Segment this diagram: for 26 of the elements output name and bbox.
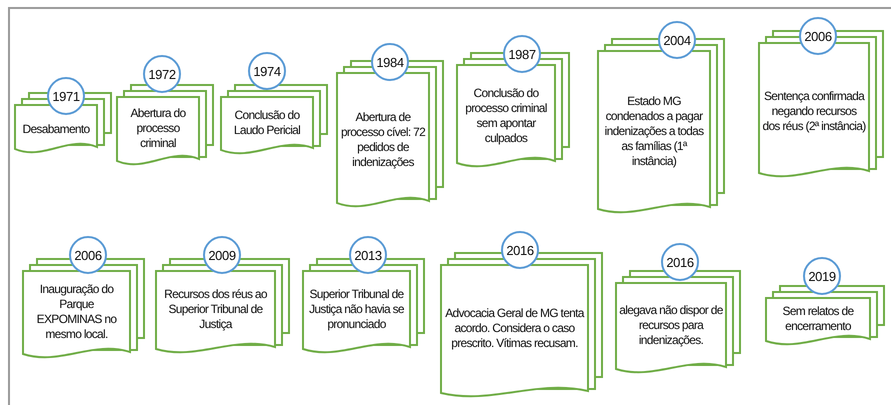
event-description: Abertura de processo cível: 72 pedidos de indenizações — [340, 110, 426, 170]
year-circle: 2016 — [501, 231, 539, 269]
event-description: Abertura do processo criminal — [129, 106, 187, 151]
year-circle: 1984 — [371, 43, 409, 81]
event-description: Superior Tribunal de Justiça não havia se pronunciado — [308, 287, 405, 332]
event-description: Advocacia Geral de MG tenta acordo. Considera o caso prescrito. Vítimas recusam. — [444, 306, 585, 351]
event-description: Conclusão do processo criminal sem apontar culpados — [464, 86, 548, 146]
year-circle: 2009 — [203, 236, 241, 274]
event-description: Inauguração do Parque EXPOMINAS no mesmo local. — [36, 282, 118, 342]
event-description: Recursos dos réus ao Superior Tribunal de Justiça — [163, 287, 268, 332]
year-circle: 1971 — [47, 77, 85, 115]
year-circle: 1974 — [248, 52, 286, 90]
event-description: Sentença confirmada negando recursos dos réus (2ª instância) — [762, 89, 866, 134]
year-circle: 2019 — [803, 257, 841, 295]
year-circle: 1972 — [143, 55, 181, 93]
year-circle: 2013 — [349, 236, 387, 274]
event-description: alegava não dispor de recursos para indenizações. — [619, 303, 723, 348]
event-description: Sem relatos de encerramento — [782, 304, 855, 334]
event-description: Desabamento — [22, 122, 90, 137]
event-description: Estado MG condenados a pagar indenizações a todas as famílias (1ª instância) — [604, 94, 705, 169]
event-description: Conclusão do Laudo Pericial — [232, 108, 302, 138]
year-circle: 1987 — [503, 35, 541, 73]
year-circle: 2004 — [658, 21, 696, 59]
year-circle: 2006 — [69, 236, 107, 274]
year-circle: 2016 — [661, 243, 699, 281]
year-circle: 2006 — [799, 17, 837, 55]
